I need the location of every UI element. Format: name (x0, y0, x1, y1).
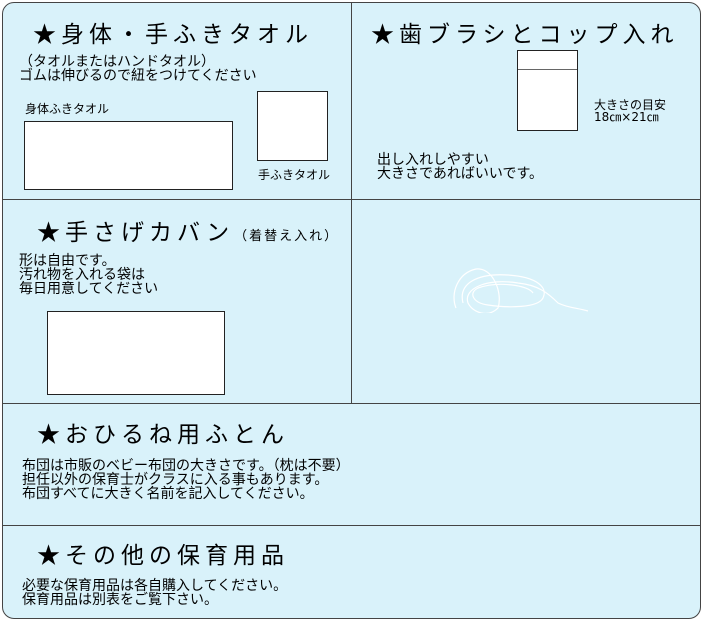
bag-illustration (47, 311, 225, 395)
bag-line: 毎日用意してください (19, 281, 159, 297)
hand-towel-illustration (257, 91, 328, 161)
futon-line: 布団は市販のベビー布団の大きさです。（枕は不要） (22, 458, 350, 474)
toothbrush-line: 出し入れしやすい (377, 152, 489, 168)
bag-title: ★手さげカバン（着替え入れ） (37, 213, 339, 247)
bag-title-note: （着替え入れ） (234, 229, 340, 244)
divider (3, 403, 700, 404)
other-line: 必要な保育用品は各自購入してください。 (22, 578, 288, 594)
pouch-illustration (517, 50, 578, 131)
divider (3, 525, 700, 526)
futon-line: 布団すべてに大きく名前を記入してください。 (22, 486, 314, 502)
divider (351, 3, 352, 403)
other-line: 保育用品は別表をご覧下さい。 (22, 592, 218, 608)
scribble-illustration (453, 268, 589, 313)
futon-line: 担任以外の保育士がクラスに入る事もあります。 (22, 472, 329, 488)
size-guide: 大きさの目安 (594, 98, 667, 112)
toothbrush-line: 大きさであればいいです。 (377, 166, 544, 182)
hand-towel-label: 手ふきタオル (258, 168, 331, 182)
futon-title: ★おひるね用ふとん (37, 422, 289, 448)
bag-title-text: ★手さげカバン (37, 220, 235, 246)
bag-line: 形は自由です。 (19, 253, 116, 269)
toothbrush-title: ★歯ブラシとコップ入れ (371, 22, 679, 48)
towel-line: ゴムは伸びるので紐をつけてください (19, 68, 257, 84)
body-towel-illustration (24, 121, 233, 190)
body-towel-label: 身体ふきタオル (25, 102, 110, 116)
towel-line: （タオルまたはハンドタオル） (19, 54, 215, 70)
bag-line: 汚れ物を入れる袋は (19, 267, 145, 283)
towel-title: ★身体・手ふきタオル (33, 22, 313, 48)
other-title: ★その他の保育用品 (37, 543, 289, 569)
size-guide: 18㎝×21㎝ (594, 110, 659, 124)
